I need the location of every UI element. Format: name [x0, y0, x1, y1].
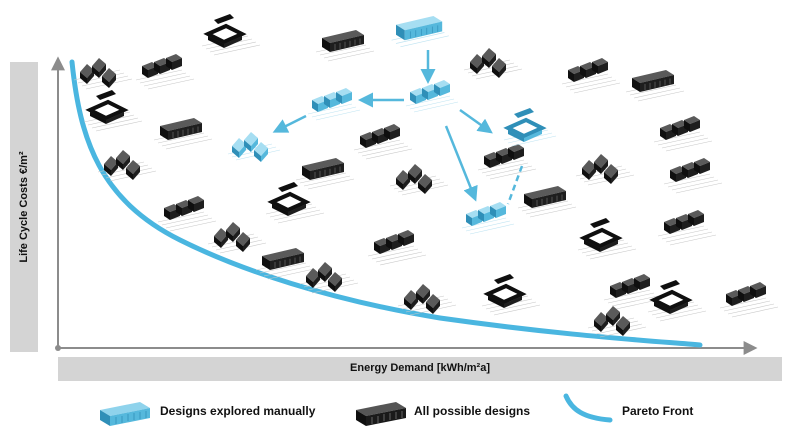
design-icons [73, 14, 779, 338]
manual-design-icon [227, 132, 281, 162]
legend-all-label: All possible designs [414, 404, 531, 418]
x-axis-label-band: Energy Demand [kWh/m²a] [58, 357, 782, 381]
manual-design-icon [391, 16, 449, 48]
manual-design-icon [461, 202, 515, 235]
legend-manual-label: Designs explored manually [160, 404, 316, 418]
axis-origin [55, 345, 61, 351]
possible-design-icon [295, 158, 355, 190]
possible-design-icon [389, 164, 449, 196]
pareto-front-curve [69, 59, 703, 348]
manual-design-icon [307, 88, 361, 121]
possible-design-icon [577, 218, 637, 260]
possible-design-icon [299, 262, 359, 294]
possible-design-icon [265, 182, 325, 224]
possible-design-icon [397, 284, 457, 316]
x-axis-label: Energy Demand [kWh/m²a] [350, 362, 490, 374]
manual-design-icon [503, 108, 557, 147]
y-axis-label-band [10, 62, 38, 352]
possible-design-icon [625, 70, 685, 102]
possible-design-icon [157, 196, 217, 232]
legend-all-icon [356, 402, 406, 426]
possible-design-icon [83, 90, 143, 132]
possible-design-icon [477, 144, 537, 180]
legend-pareto: Pareto Front [614, 398, 693, 424]
possible-design-icon [135, 54, 195, 90]
legend-manual: Designs explored manually [152, 398, 315, 424]
possible-design-icon [517, 186, 577, 218]
manual-design-icon [405, 80, 459, 113]
possible-design-icon [653, 116, 713, 152]
possible-design-icon [481, 274, 541, 316]
possible-design-icon [647, 280, 707, 322]
possible-design-icon [463, 48, 523, 80]
possible-design-icon [255, 248, 315, 280]
legend-manual-icon [100, 402, 150, 426]
exploration-arrow [506, 165, 524, 205]
possible-design-icon [97, 150, 157, 182]
possible-design-icon [207, 222, 267, 254]
possible-design-icon [657, 210, 717, 246]
possible-design-icon [201, 14, 261, 56]
legend-all: All possible designs [406, 398, 530, 424]
possible-design-icon [73, 58, 133, 90]
exploration-arrow [444, 125, 478, 202]
legend-pareto-label: Pareto Front [622, 404, 694, 418]
possible-design-icon [587, 306, 647, 338]
possible-design-icon [603, 274, 663, 310]
possible-design-icon [353, 124, 413, 160]
possible-design-icon [575, 154, 635, 186]
possible-design-icon [153, 118, 213, 150]
exploration-arrow [459, 108, 493, 134]
possible-design-icon [561, 58, 621, 94]
possible-design-icon [663, 158, 723, 194]
legend-pareto-icon [563, 393, 613, 423]
possible-design-icon [367, 230, 427, 266]
possible-design-icon [719, 282, 779, 318]
exploration-arrows [272, 50, 524, 205]
possible-design-icon [315, 30, 375, 62]
exploration-arrow [272, 114, 307, 133]
